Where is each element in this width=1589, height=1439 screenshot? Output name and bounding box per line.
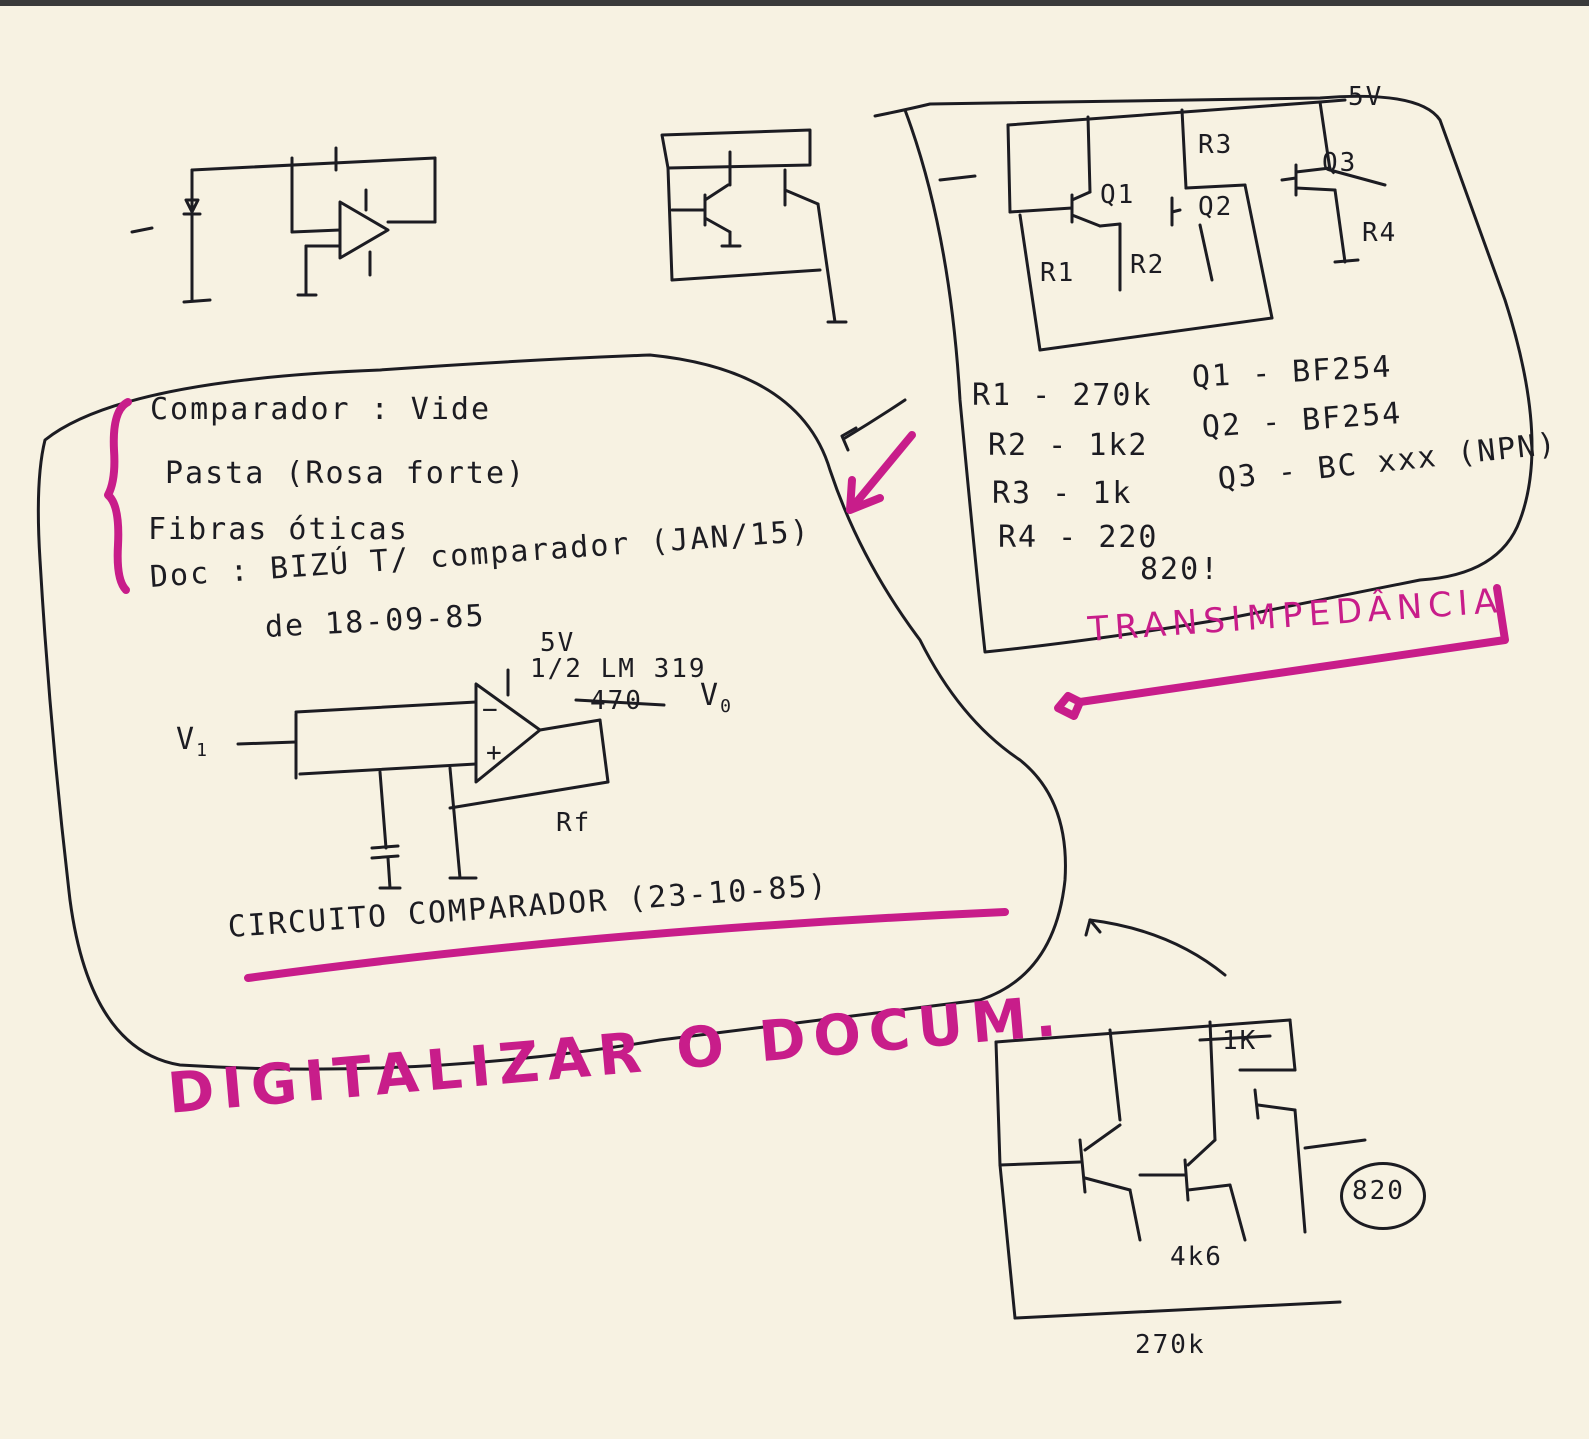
comparator-circuit bbox=[236, 668, 666, 890]
tia-label-r3: R3 bbox=[1198, 130, 1234, 160]
r4-alt-value: 820! bbox=[1140, 552, 1221, 587]
photodiode-opamp-sketch bbox=[130, 146, 437, 304]
tia-label-q2: Q2 bbox=[1198, 192, 1234, 222]
part-r1: R1 - 270k bbox=[972, 378, 1153, 413]
bottom-r-top: 1K bbox=[1222, 1026, 1258, 1056]
note-fibras: Fibras óticas bbox=[148, 512, 409, 547]
transistor-sketch-small bbox=[660, 128, 848, 324]
bottom-transistor-circuit bbox=[994, 918, 1367, 1320]
tia-label-r4: R4 bbox=[1362, 218, 1398, 248]
tia-supply-label: 5V bbox=[1348, 82, 1384, 112]
vin-label: V1 bbox=[176, 722, 209, 761]
bottom-r-mid: 4k6 bbox=[1170, 1242, 1223, 1272]
part-r4: R4 - 220 bbox=[998, 520, 1159, 555]
tia-label-q1: Q1 bbox=[1100, 180, 1136, 210]
rf-label: Rf bbox=[556, 808, 592, 838]
part-r2: R2 - 1k2 bbox=[988, 428, 1149, 463]
supply-label: 5V bbox=[540, 628, 576, 658]
bottom-r-bottom: 270k bbox=[1135, 1330, 1206, 1360]
small-arrow bbox=[843, 398, 907, 440]
chip-label: 1/2 LM 319 bbox=[530, 654, 707, 684]
tia-label-r2: R2 bbox=[1130, 250, 1166, 280]
vout-label: V0 bbox=[700, 678, 733, 717]
comparator-outline bbox=[36, 353, 1067, 1071]
note-comparador: Comparador : Vide bbox=[150, 392, 492, 427]
tia-label-r1: R1 bbox=[1040, 258, 1076, 288]
minus-input: − bbox=[482, 695, 500, 725]
part-r3: R3 - 1k bbox=[992, 476, 1133, 511]
bottom-r-out: 820 bbox=[1352, 1176, 1405, 1206]
plus-input: + bbox=[486, 738, 504, 768]
transimpedance-box bbox=[873, 94, 1534, 654]
r-out-circle bbox=[1340, 1162, 1426, 1230]
pullup-label: 470 bbox=[590, 686, 643, 716]
tia-label-q3: Q3 bbox=[1322, 148, 1358, 178]
pink-highlights bbox=[104, 398, 1509, 982]
note-pasta: Pasta (Rosa forte) bbox=[165, 456, 527, 491]
